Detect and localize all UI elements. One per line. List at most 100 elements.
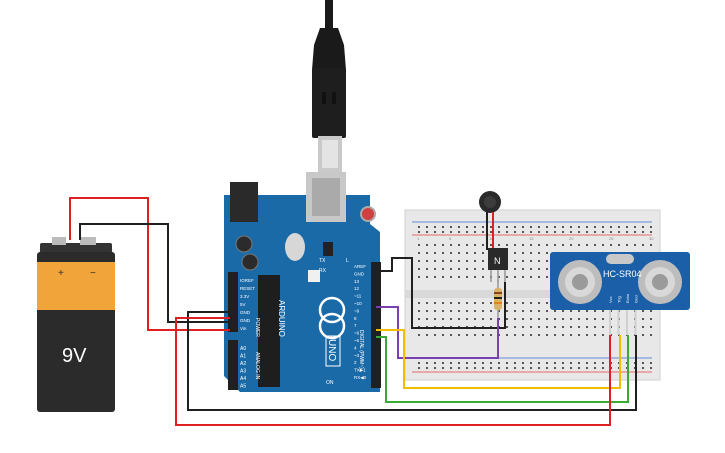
breadboard-hole[interactable] [618, 231, 620, 233]
breadboard-hole[interactable] [482, 310, 484, 312]
breadboard-hole[interactable] [466, 276, 468, 278]
breadboard-hole[interactable] [594, 334, 596, 336]
breadboard-hole[interactable] [530, 226, 532, 228]
breadboard-hole[interactable] [522, 310, 524, 312]
breadboard-hole[interactable] [642, 326, 644, 328]
breadboard-hole[interactable] [546, 318, 548, 320]
breadboard-hole[interactable] [562, 367, 564, 369]
breadboard-hole[interactable] [498, 362, 500, 364]
breadboard-hole[interactable] [418, 367, 420, 369]
breadboard-hole[interactable] [434, 318, 436, 320]
breadboard-hole[interactable] [514, 302, 516, 304]
breadboard-hole[interactable] [450, 226, 452, 228]
breadboard-hole[interactable] [490, 362, 492, 364]
breadboard-hole[interactable] [458, 302, 460, 304]
breadboard-hole[interactable] [554, 367, 556, 369]
breadboard-hole[interactable] [562, 310, 564, 312]
breadboard-hole[interactable] [466, 302, 468, 304]
breadboard-hole[interactable] [610, 231, 612, 233]
breadboard-hole[interactable] [506, 226, 508, 228]
breadboard-hole[interactable] [602, 244, 604, 246]
breadboard-hole[interactable] [426, 318, 428, 320]
breadboard-hole[interactable] [578, 318, 580, 320]
breadboard-hole[interactable] [634, 231, 636, 233]
breadboard-hole[interactable] [434, 367, 436, 369]
breadboard-hole[interactable] [602, 318, 604, 320]
breadboard-hole[interactable] [418, 260, 420, 262]
breadboard-hole[interactable] [602, 226, 604, 228]
breadboard-hole[interactable] [546, 334, 548, 336]
breadboard-hole[interactable] [514, 326, 516, 328]
breadboard-hole[interactable] [474, 362, 476, 364]
breadboard-hole[interactable] [522, 318, 524, 320]
breadboard-hole[interactable] [522, 252, 524, 254]
breadboard-hole[interactable] [442, 260, 444, 262]
breadboard-hole[interactable] [554, 244, 556, 246]
breadboard-hole[interactable] [498, 310, 500, 312]
breadboard-hole[interactable] [602, 231, 604, 233]
breadboard-hole[interactable] [434, 362, 436, 364]
breadboard-hole[interactable] [530, 362, 532, 364]
breadboard-hole[interactable] [506, 244, 508, 246]
breadboard-hole[interactable] [586, 310, 588, 312]
breadboard-hole[interactable] [578, 310, 580, 312]
breadboard-hole[interactable] [578, 326, 580, 328]
sensor-pin[interactable] [609, 310, 611, 335]
breadboard-hole[interactable] [586, 334, 588, 336]
breadboard-hole[interactable] [546, 252, 548, 254]
breadboard-hole[interactable] [426, 362, 428, 364]
breadboard-hole[interactable] [458, 318, 460, 320]
breadboard-hole[interactable] [418, 231, 420, 233]
breadboard-hole[interactable] [530, 326, 532, 328]
breadboard-hole[interactable] [642, 367, 644, 369]
breadboard-hole[interactable] [418, 318, 420, 320]
breadboard-hole[interactable] [594, 367, 596, 369]
breadboard-hole[interactable] [546, 367, 548, 369]
breadboard-hole[interactable] [626, 226, 628, 228]
breadboard-hole[interactable] [634, 244, 636, 246]
breadboard-hole[interactable] [626, 244, 628, 246]
breadboard-hole[interactable] [426, 226, 428, 228]
breadboard-hole[interactable] [434, 268, 436, 270]
breadboard-hole[interactable] [450, 302, 452, 304]
breadboard-hole[interactable] [426, 260, 428, 262]
breadboard-hole[interactable] [650, 231, 652, 233]
breadboard-hole[interactable] [594, 226, 596, 228]
breadboard-hole[interactable] [650, 318, 652, 320]
breadboard-hole[interactable] [522, 276, 524, 278]
breadboard-hole[interactable] [650, 334, 652, 336]
breadboard-hole[interactable] [650, 226, 652, 228]
breadboard-hole[interactable] [586, 326, 588, 328]
breadboard-hole[interactable] [426, 231, 428, 233]
breadboard-hole[interactable] [610, 226, 612, 228]
sensor-pin[interactable] [626, 310, 628, 335]
breadboard-hole[interactable] [442, 252, 444, 254]
breadboard-hole[interactable] [522, 362, 524, 364]
breadboard-hole[interactable] [442, 367, 444, 369]
breadboard-hole[interactable] [546, 310, 548, 312]
breadboard-hole[interactable] [418, 226, 420, 228]
breadboard-hole[interactable] [482, 244, 484, 246]
breadboard-hole[interactable] [530, 367, 532, 369]
breadboard-hole[interactable] [426, 334, 428, 336]
breadboard-hole[interactable] [578, 231, 580, 233]
breadboard-hole[interactable] [418, 334, 420, 336]
breadboard-hole[interactable] [426, 276, 428, 278]
breadboard-hole[interactable] [474, 318, 476, 320]
breadboard-hole[interactable] [514, 226, 516, 228]
breadboard-hole[interactable] [426, 302, 428, 304]
breadboard-hole[interactable] [482, 276, 484, 278]
breadboard-hole[interactable] [474, 244, 476, 246]
breadboard-hole[interactable] [458, 226, 460, 228]
breadboard-hole[interactable] [522, 260, 524, 262]
breadboard-hole[interactable] [538, 268, 540, 270]
breadboard-hole[interactable] [466, 231, 468, 233]
breadboard-hole[interactable] [458, 231, 460, 233]
breadboard-hole[interactable] [538, 318, 540, 320]
breadboard-hole[interactable] [506, 302, 508, 304]
breadboard-hole[interactable] [546, 362, 548, 364]
breadboard-hole[interactable] [546, 244, 548, 246]
breadboard-hole[interactable] [434, 260, 436, 262]
sensor-pin[interactable] [617, 310, 620, 335]
